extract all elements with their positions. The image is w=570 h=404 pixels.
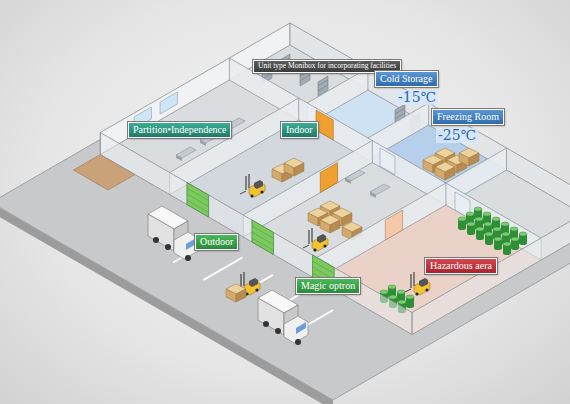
- door-slat: [187, 194, 209, 207]
- label-text: Magic optron: [301, 280, 355, 292]
- barrel: [467, 222, 475, 235]
- barrel: [511, 237, 519, 250]
- rollup-door: [187, 183, 209, 218]
- cargo-box: [435, 162, 455, 180]
- cold-door: [380, 148, 395, 175]
- temperature-text: -15℃: [396, 90, 438, 105]
- parking-line: [203, 258, 242, 281]
- building-floor: [100, 45, 570, 335]
- workbench: [370, 184, 390, 198]
- partition-wall: [243, 141, 372, 238]
- door-slat: [187, 200, 209, 213]
- partition-wall: [170, 98, 299, 195]
- rollup-door: [252, 220, 274, 255]
- door-slat: [313, 261, 335, 274]
- area-label: Indoor: [281, 122, 318, 138]
- door-slat: [252, 232, 274, 245]
- area-label: Partition•Independence: [128, 122, 231, 138]
- barrel: [406, 295, 414, 308]
- area-label: Freezing Room-25℃: [432, 109, 504, 125]
- window: [160, 92, 177, 114]
- barrel: [494, 237, 502, 250]
- barrel: [519, 232, 527, 245]
- barrel: [503, 242, 511, 255]
- door-slat: [252, 238, 274, 251]
- rollup-door: [385, 210, 402, 240]
- rollup-door: [316, 110, 333, 140]
- front-wall: [412, 203, 570, 335]
- ground-slab: [0, 30, 570, 400]
- door-slat: [187, 188, 209, 201]
- temperature-text: -25℃: [436, 128, 478, 143]
- label-text: Outdoor: [200, 236, 233, 248]
- forklift: [405, 272, 430, 296]
- barrel: [458, 217, 466, 230]
- cargo-box: [320, 215, 340, 233]
- area-label: Outdoor: [195, 234, 238, 250]
- area-label: Magic optron: [296, 278, 360, 294]
- cargo-box: [284, 158, 304, 176]
- label-text: Freezing Room: [437, 111, 499, 123]
- rollup-door: [320, 163, 337, 193]
- label-text: Hazardous aera: [430, 260, 492, 272]
- truck: [258, 290, 308, 345]
- label-text: Indoor: [286, 124, 313, 136]
- forklift: [303, 228, 328, 252]
- area-label: Hazardous aera: [425, 258, 497, 274]
- barrel: [476, 227, 484, 240]
- front-wall: [100, 133, 412, 335]
- label-text: Unit type Monibox for incorporating faci…: [258, 62, 396, 71]
- cargo-box: [226, 284, 246, 302]
- barrel: [485, 232, 493, 245]
- label-text: Cold Storage: [380, 73, 433, 85]
- area-label: Cold Storage-15℃: [375, 71, 438, 87]
- cargo-box: [459, 148, 479, 166]
- forklift: [240, 174, 265, 198]
- truck: [148, 206, 198, 261]
- door-slat: [252, 226, 274, 239]
- door-slats: [187, 188, 334, 286]
- label-text: Partition•Independence: [133, 124, 226, 136]
- partition-wall: [229, 58, 541, 260]
